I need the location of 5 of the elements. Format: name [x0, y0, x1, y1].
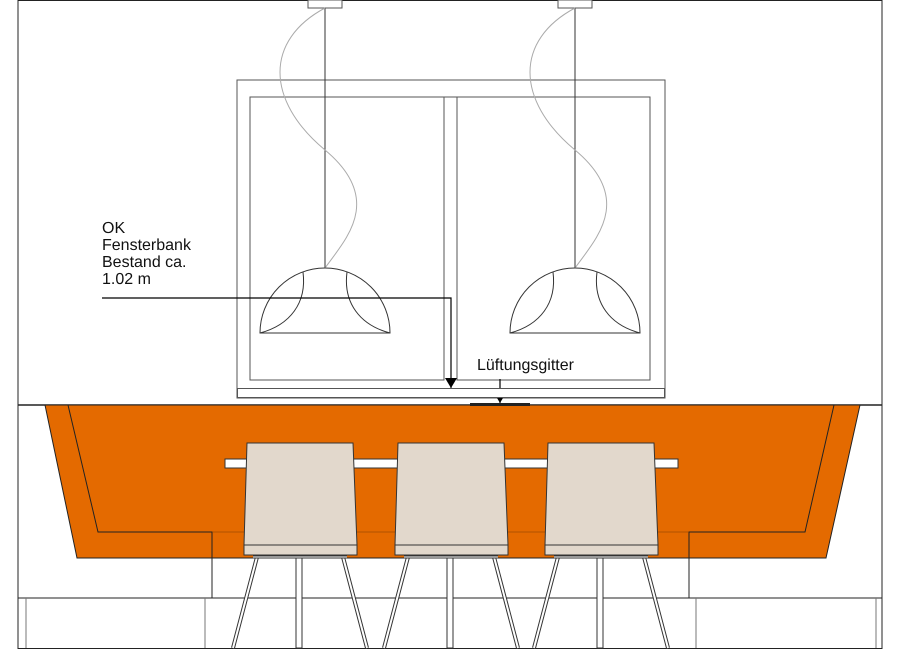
vent-grille [470, 403, 530, 406]
leader-arrow [102, 297, 457, 388]
annotation-label: OK Fensterbank Bestand ca. 1.02 m [102, 220, 195, 290]
annotation-label: Lüftungsgitter [477, 357, 617, 377]
window-sill [237, 388, 665, 398]
